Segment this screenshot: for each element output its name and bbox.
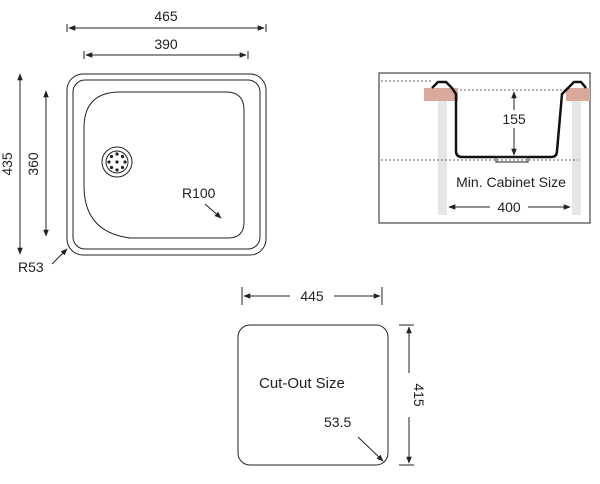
section-frame <box>378 72 591 224</box>
cabinet-wall-left <box>438 101 447 215</box>
dim-height-outer: 435 <box>0 152 15 176</box>
dim-cutout-width: 445 <box>300 288 324 304</box>
top-view: 465 390 435 360 <box>0 8 267 275</box>
bowl-radius-arrow <box>204 203 222 219</box>
cutout-radius-arrow <box>357 436 384 462</box>
dim-width-inner: 390 <box>154 36 178 52</box>
cabinet-size-label: Min. Cabinet Size <box>456 174 566 190</box>
drain-icon <box>101 146 133 178</box>
sink-bowl <box>83 91 245 239</box>
countertop-right <box>566 88 590 101</box>
dim-width-outer: 465 <box>154 8 178 24</box>
dim-400-bg <box>490 198 528 216</box>
dim-depth: 155 <box>502 111 526 127</box>
dim-155-bg <box>498 110 530 128</box>
bowl-radius-label: R100 <box>182 185 216 201</box>
outer-radius-label: R53 <box>18 259 44 275</box>
cutout-view: 445 Cut-Out Size 53.5 415 <box>237 287 427 466</box>
section-view: 155 Min. Cabinet Size 400 <box>378 72 591 224</box>
cabinet-wall-right <box>572 101 581 215</box>
sink-inner-rim <box>72 79 261 250</box>
cutout-radius-label: 53.5 <box>324 414 351 430</box>
countertop-left <box>424 88 458 101</box>
cutout-outline <box>237 324 389 466</box>
dim-cutout-height: 415 <box>411 383 427 407</box>
outer-radius-arrow <box>51 248 68 265</box>
sink-outer-rim <box>66 73 267 256</box>
dim-height-inner: 360 <box>25 152 41 176</box>
dim-cabinet-width: 400 <box>497 199 521 215</box>
drain-outlet <box>495 156 529 163</box>
cutout-label: Cut-Out Size <box>259 375 345 392</box>
